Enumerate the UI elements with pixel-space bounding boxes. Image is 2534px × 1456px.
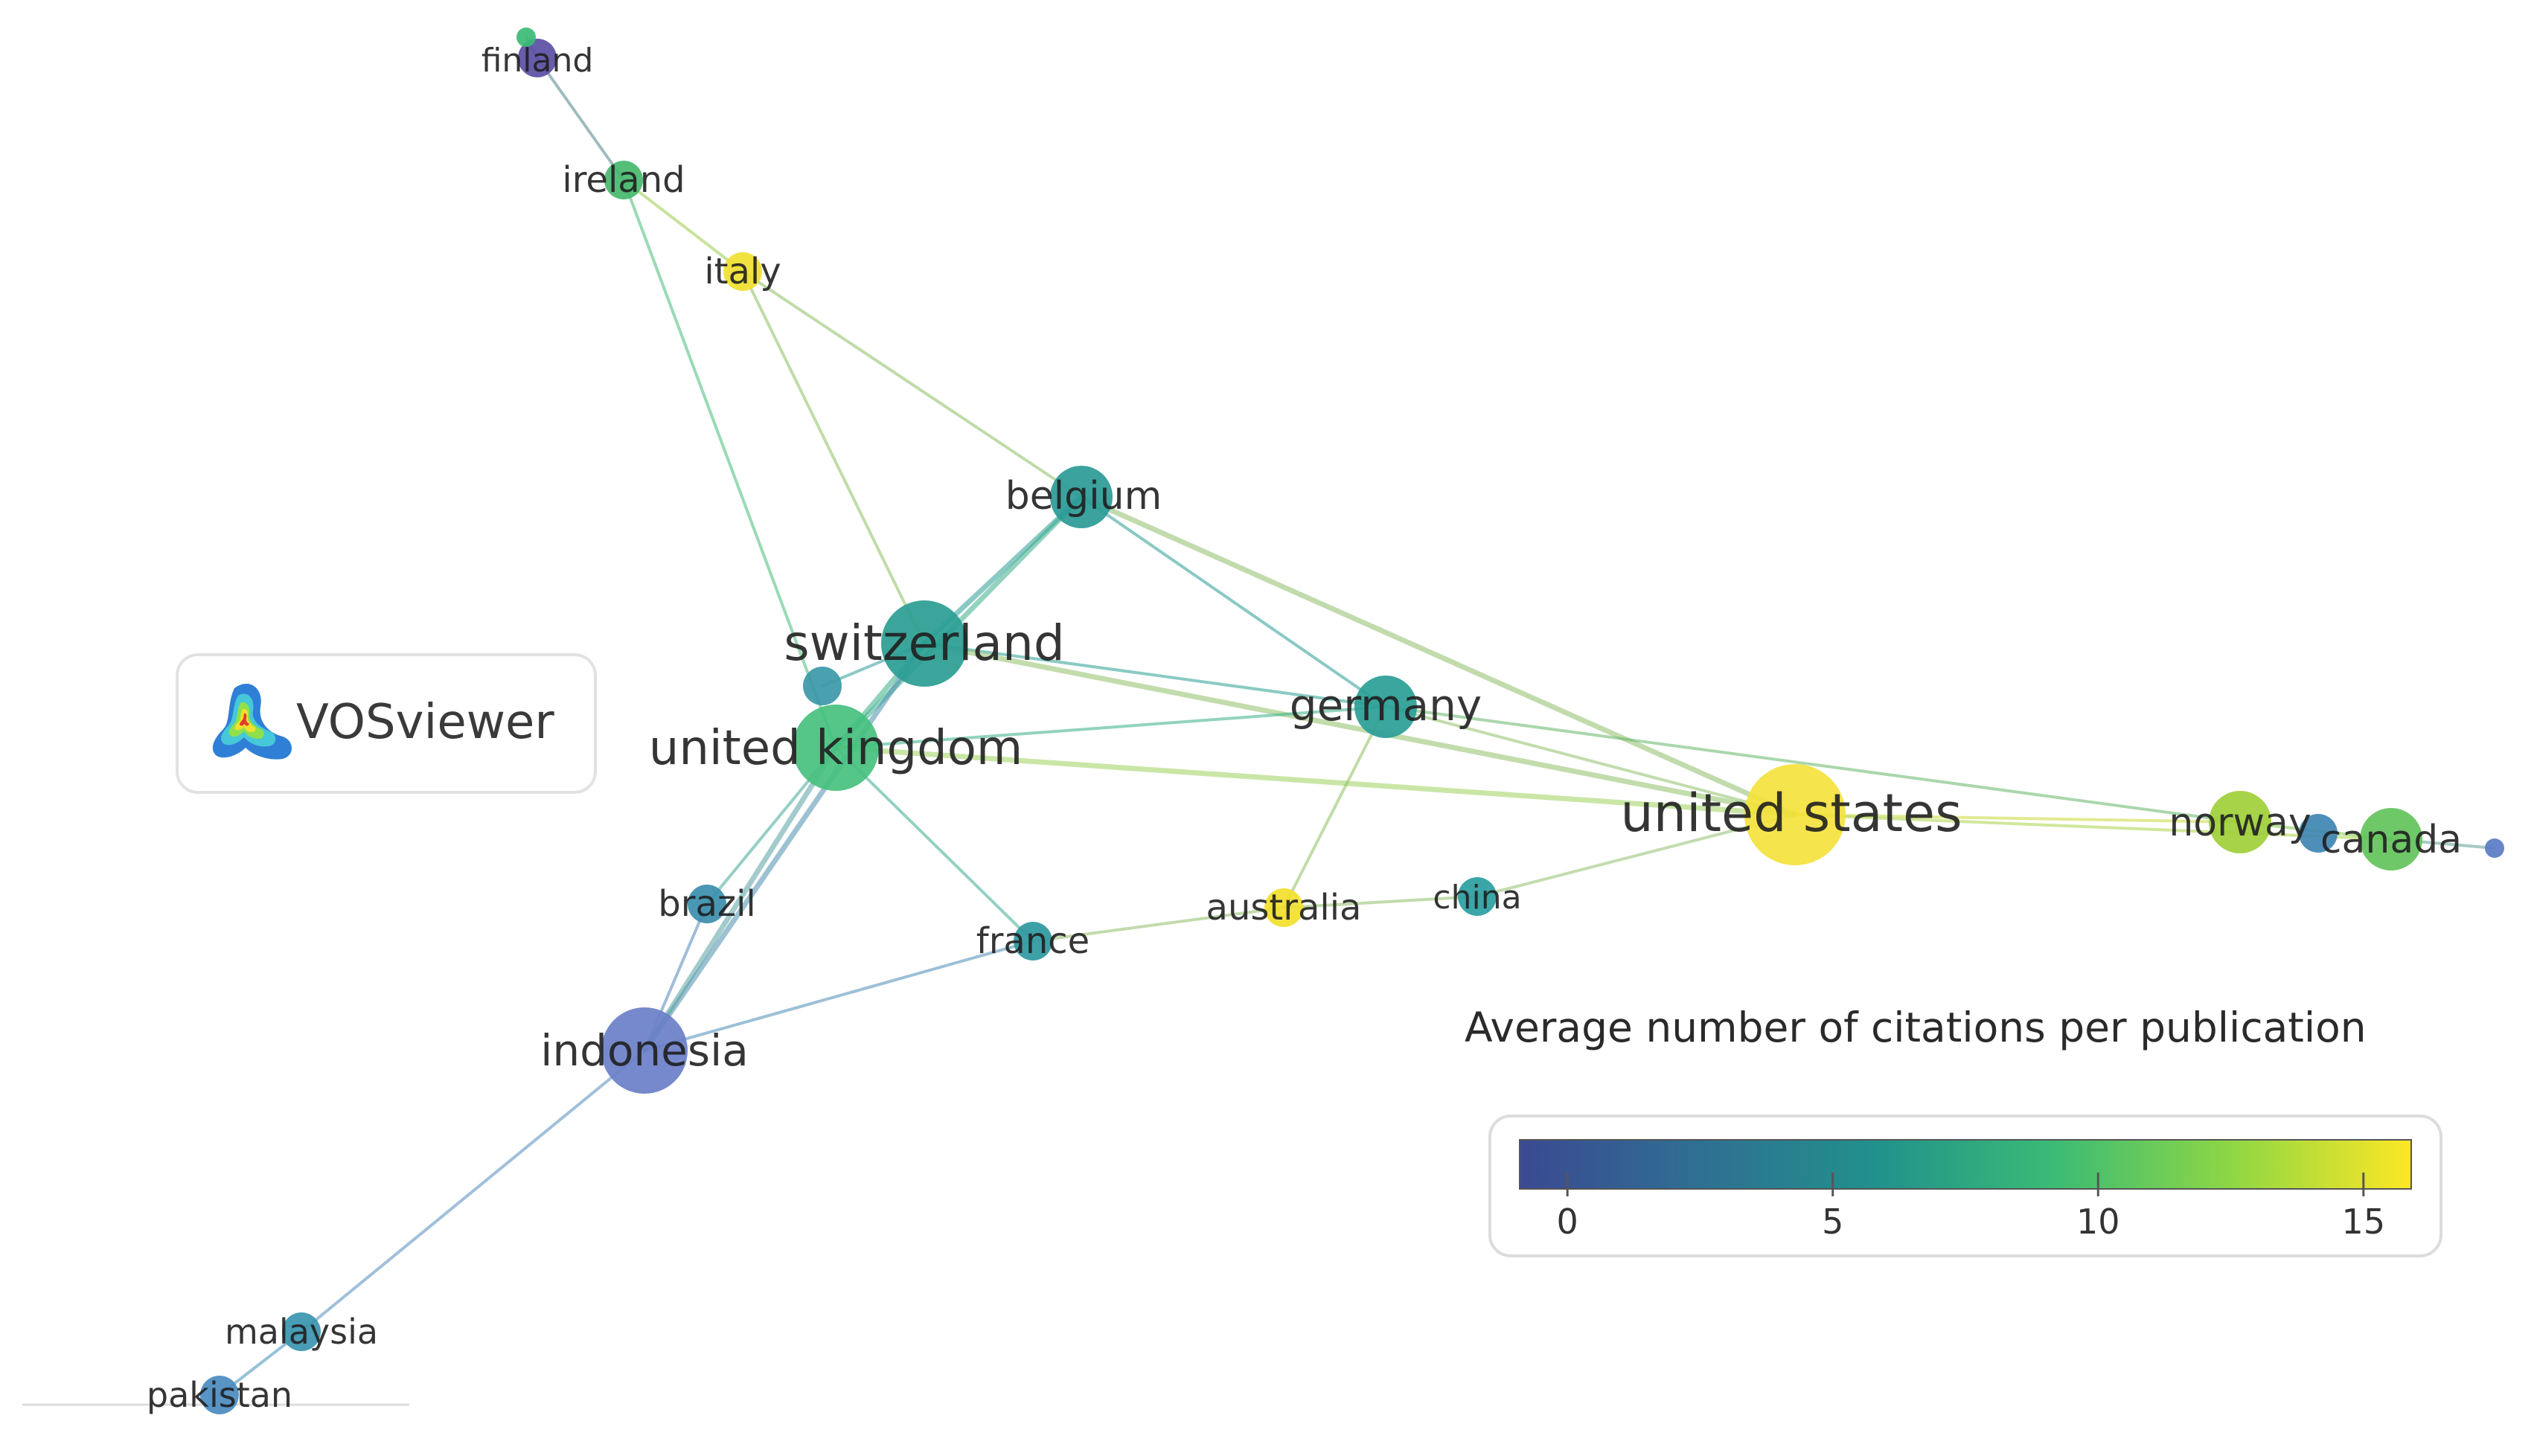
- node-united-states[interactable]: [1744, 764, 1846, 865]
- edge-italy-switzerland: [741, 270, 926, 645]
- node-france[interactable]: [1014, 922, 1052, 960]
- label-italy: italy: [704, 251, 781, 292]
- label-finland: finland: [481, 42, 594, 80]
- label-pakistan: pakistan: [147, 1375, 292, 1415]
- edge-belgium-united_states: [1078, 494, 1798, 818]
- edge-germany-united_states: [1384, 705, 1796, 816]
- node-indonesia[interactable]: [601, 1007, 688, 1094]
- node-finland[interactable]: [518, 39, 557, 77]
- legend-tick-label: 0: [1557, 1202, 1578, 1242]
- legend-color-bar: [1519, 1139, 2412, 1190]
- node-united-kingdom[interactable]: [793, 705, 879, 791]
- node-brazil[interactable]: [688, 885, 726, 923]
- edge-france-indonesia: [643, 940, 1034, 1052]
- node-ireland[interactable]: [604, 161, 643, 199]
- label-switzerland: switzerland: [784, 615, 1064, 672]
- edge-italy-belgium: [741, 270, 1083, 498]
- edge-united_states-canada: [1794, 813, 2393, 841]
- node-belgium[interactable]: [1050, 466, 1113, 528]
- node-italy[interactable]: [723, 252, 762, 291]
- node-canada[interactable]: [2360, 808, 2422, 870]
- edge-united_kingdom-france: [834, 746, 1034, 943]
- legend-title: Average number of citations per publicat…: [1465, 1004, 2367, 1051]
- edge-france-australia: [1031, 906, 1285, 943]
- node-unknown1[interactable]: [803, 667, 842, 705]
- node-norway[interactable]: [2209, 791, 2271, 853]
- edge-switzerland-indonesia: [642, 641, 927, 1053]
- edge-germany-norway: [1384, 705, 2242, 824]
- color-legend: Average number of citations per publicat…: [1465, 1004, 2442, 1257]
- node-germany[interactable]: [1354, 676, 1417, 738]
- edge-united_kingdom-united_states: [833, 745, 1798, 818]
- edge-united_kingdom-germany: [834, 705, 1387, 749]
- legend-tick-label: 15: [2342, 1202, 2386, 1242]
- labels-layer: finland ireland italy belgium switzerland uni…: [147, 42, 2462, 1415]
- edge-indonesia-malaysia: [300, 1049, 646, 1333]
- node-unknown2[interactable]: [2299, 814, 2338, 853]
- edge-germany-australia: [1282, 705, 1387, 909]
- label-china: china: [1433, 879, 1521, 917]
- edge-united_states-china: [1476, 813, 1796, 898]
- node-malaysia[interactable]: [282, 1312, 321, 1351]
- edge-ireland-united_kingdom: [622, 179, 837, 749]
- nodes-layer: [200, 28, 2504, 1414]
- label-australia: australia: [1206, 887, 1362, 929]
- vosviewer-logo-icon: [212, 684, 292, 760]
- label-indonesia: indonesia: [540, 1025, 749, 1076]
- edges-layer: [218, 36, 2496, 1396]
- edge-australia-china: [1282, 895, 1479, 909]
- edge-united_states-norway: [1794, 813, 2242, 824]
- node-unknown3[interactable]: [2485, 838, 2504, 858]
- label-canada: canada: [2320, 818, 2462, 862]
- edge-united_kingdom-indonesia: [642, 745, 839, 1053]
- label-norway: norway: [2169, 801, 2311, 845]
- legend-tick-label: 5: [1822, 1202, 1843, 1242]
- node-australia[interactable]: [1264, 888, 1303, 927]
- edge-switzerland-germany: [923, 642, 1387, 708]
- edge-ireland-italy: [622, 179, 744, 273]
- edge-switzerland-united_states: [921, 641, 1798, 818]
- label-brazil: brazil: [658, 883, 755, 925]
- legend-tick-label: 10: [2076, 1202, 2120, 1242]
- node-switzerland[interactable]: [881, 600, 967, 687]
- node-finland2[interactable]: [516, 28, 536, 47]
- legend-ticks: 0 5 10 15: [1557, 1173, 2386, 1242]
- node-pakistan[interactable]: [200, 1376, 239, 1414]
- label-malaysia: malaysia: [225, 1312, 378, 1352]
- node-china[interactable]: [1458, 877, 1497, 916]
- label-germany: germany: [1290, 680, 1482, 731]
- label-france: france: [976, 920, 1090, 962]
- label-ireland: ireland: [562, 159, 685, 201]
- label-united-kingdom: united kingdom: [649, 721, 1023, 776]
- vosviewer-logo-text: VOSviewer: [296, 695, 554, 750]
- label-belgium: belgium: [1005, 474, 1162, 519]
- edge-finland-ireland: [536, 57, 625, 182]
- label-united-states: united states: [1620, 783, 1962, 844]
- vosviewer-logo-box: VOSviewer: [176, 653, 597, 794]
- edge-belgium-germany: [1080, 496, 1387, 708]
